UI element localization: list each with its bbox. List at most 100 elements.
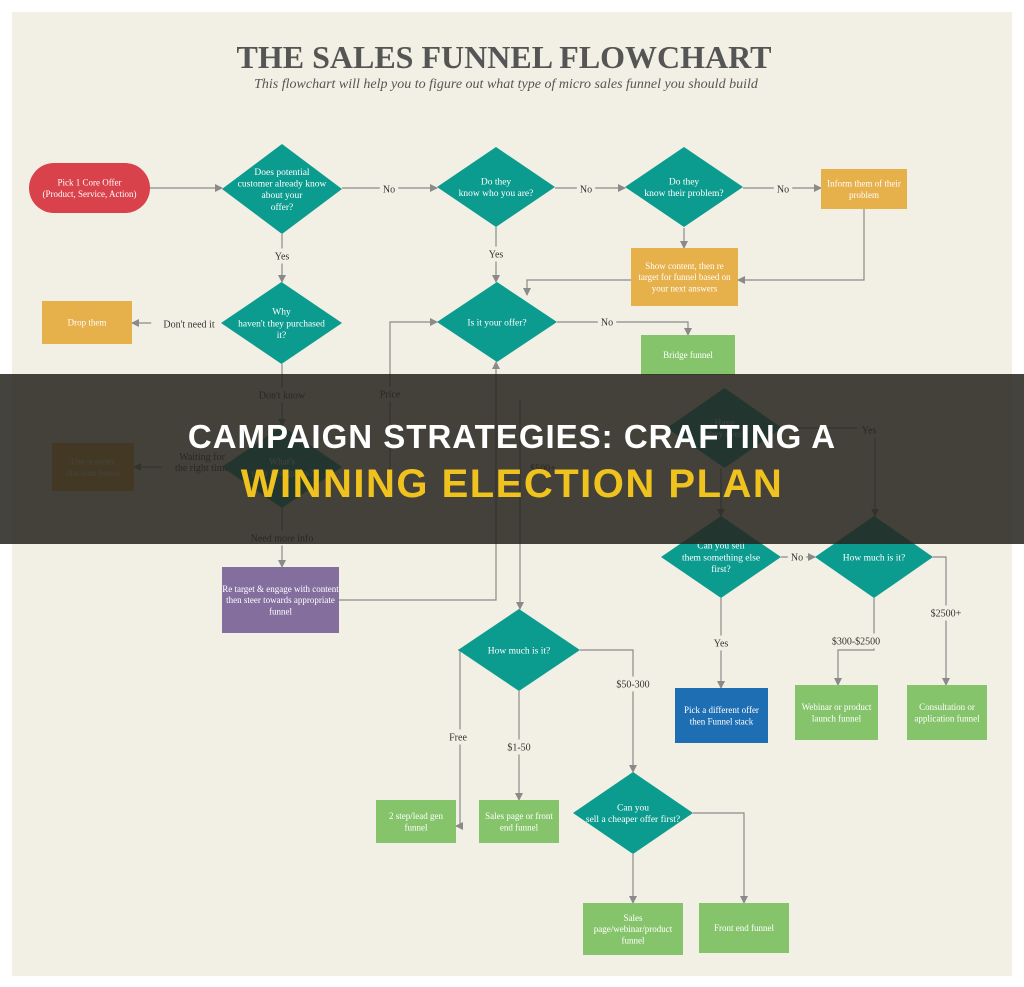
node-text: Do they: [669, 177, 700, 187]
decision-diamond: [458, 609, 580, 691]
node-text: them something else: [682, 553, 760, 563]
node-text: Inform them of their: [827, 179, 901, 189]
node-text: application funnel: [914, 713, 980, 723]
connector-label: Free: [449, 733, 467, 744]
action-box: [479, 800, 559, 843]
decision-diamond: [625, 147, 743, 227]
start-box: [29, 163, 150, 213]
connector-label: No: [601, 318, 613, 329]
node-text: first?: [711, 564, 731, 575]
node-text: sell a cheaper offer first?: [586, 814, 680, 825]
connector-arrow: [834, 598, 875, 686]
node-text: Sales: [624, 913, 643, 923]
chart-subtitle: This flowchart will help you to figure o…: [254, 77, 759, 92]
node-text: funnel: [269, 606, 292, 616]
connector-label-bg: [379, 181, 399, 197]
action-box: [583, 903, 683, 955]
headline-banner: [0, 374, 1024, 544]
decision-diamond: [437, 147, 555, 227]
connector-arrow: [933, 556, 950, 686]
connector-arrow: [693, 812, 748, 904]
node-d-know-you: Do they know who you are?: [437, 147, 555, 227]
node-text: know their problem?: [644, 189, 723, 199]
connector-label: Yes: [714, 639, 729, 650]
node-text: Webinar or product: [802, 702, 872, 712]
node-text: it?: [277, 331, 287, 341]
node-text: Front end funnel: [714, 923, 774, 933]
node-text: about your: [262, 191, 304, 201]
connector-label: Yes: [489, 250, 504, 261]
node-d-is-offer: Is it your offer?: [437, 282, 557, 362]
node-text: Do they: [481, 177, 512, 187]
decision-diamond: [221, 282, 342, 364]
connector-label-bg: [443, 729, 473, 745]
node-text: How much is it?: [843, 553, 906, 563]
connector-label: Yes: [275, 252, 290, 263]
connector-label: Don't need it: [163, 320, 214, 331]
connector-label-bg: [787, 549, 807, 565]
node-text: problem: [849, 190, 879, 200]
connector-label: No: [383, 185, 395, 196]
node-text: How much is it?: [488, 646, 551, 656]
node-text: Drop them: [68, 318, 107, 328]
connector-label-bg: [270, 248, 294, 264]
connector-label-bg: [826, 633, 886, 649]
decision-diamond: [222, 144, 342, 234]
node-text: Pick a different offer: [684, 705, 759, 715]
decision-diamond: [573, 772, 693, 854]
node-text: target for funnel based on: [638, 272, 731, 282]
connector-label: $2500+: [931, 609, 962, 620]
note-box: [42, 301, 132, 344]
node-text: funnel: [622, 935, 645, 945]
node-text: (Product, Service, Action): [43, 189, 137, 199]
connector-label: No: [777, 185, 789, 196]
node-text: Re target & engage with content: [222, 584, 339, 594]
action-box: [907, 685, 987, 740]
connector-label-bg: [151, 316, 227, 332]
action-box: [641, 335, 735, 375]
connector-arrow: [523, 279, 631, 296]
node-text: launch funnel: [812, 713, 862, 723]
node-text: page/webinar/product: [594, 924, 673, 934]
node-text: then steer towards appropriate: [226, 595, 335, 605]
node-text: offer?: [271, 202, 294, 213]
connector-arrow: [737, 209, 865, 284]
node-text: Why: [272, 308, 291, 318]
node-front-end: Front end funnel: [699, 903, 789, 953]
connector-label-bg: [484, 246, 508, 262]
action-box: [795, 685, 878, 740]
action-box: [376, 800, 456, 843]
note-box: [821, 169, 907, 209]
node-start: Pick 1 Core Offer(Product, Service, Acti…: [29, 163, 150, 213]
action-box: [699, 903, 789, 953]
node-bridge: Bridge funnel: [641, 335, 735, 375]
node-text: know who you are?: [459, 189, 534, 199]
node-text: Pick 1 Core Offer: [57, 178, 121, 188]
connector-label-bg: [502, 739, 536, 755]
connector-label-bg: [576, 181, 596, 197]
node-text: funnel: [405, 822, 428, 832]
blue-box: [675, 688, 768, 743]
node-text: 2 step/lead gen: [389, 811, 443, 821]
purple-box: [222, 567, 339, 633]
node-text: Can you sell: [697, 542, 745, 552]
connector-label-bg: [610, 676, 656, 692]
node-text: end funnel: [500, 822, 539, 832]
node-text: your next answers: [652, 283, 718, 293]
node-text: Does potential: [254, 168, 310, 178]
connector-arrow: [580, 649, 637, 773]
connector-label-bg: [926, 605, 966, 621]
node-text: customer already know: [238, 179, 327, 189]
node-drop: Drop them: [42, 301, 132, 344]
headline-line-1: CAMPAIGN STRATEGIES: CRAFTING A: [187, 418, 837, 455]
node-text: Bridge funnel: [663, 350, 713, 360]
